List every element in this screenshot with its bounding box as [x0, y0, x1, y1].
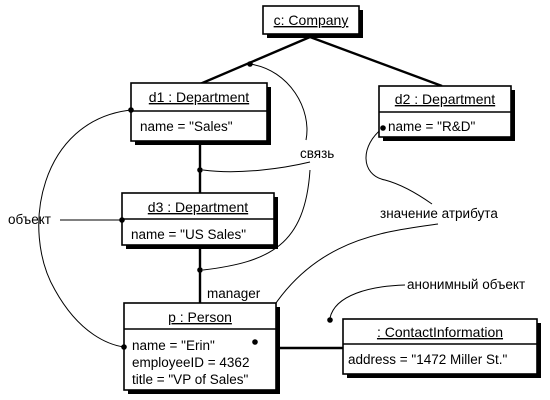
annotation-anonymous-object: анонимный объект: [407, 277, 525, 292]
object-d3: d3 : Department name = "US Sales": [121, 192, 278, 249]
link-pointer-2: [202, 161, 311, 173]
anon-pointer: [329, 284, 406, 319]
link-pointer-1: [249, 63, 308, 141]
attribute: name = "US Sales": [131, 227, 246, 242]
link-pointer-3: [202, 169, 311, 271]
annotation-link: связь: [300, 146, 334, 161]
links: [198, 35, 443, 350]
object-title: d3 : Department: [148, 199, 248, 215]
object-company: c: Company: [262, 5, 363, 38]
object-d1: d1 : Department name = "Sales": [130, 82, 271, 145]
object-person: p : Person name = "Erin" employeeID = 43…: [123, 302, 280, 394]
object-title: d2 : Department: [395, 91, 495, 107]
link-company-d2: [309, 35, 443, 88]
object-contact: : ContactInformation address = "1472 Mil…: [342, 318, 541, 378]
object-title: d1 : Department: [149, 89, 249, 105]
pointer-dots: [119, 61, 386, 350]
attribute: employeeID = 4362: [132, 355, 249, 370]
attribute: name = "Erin": [132, 338, 215, 353]
link-company-d1: [199, 35, 311, 86]
role-label: manager: [207, 286, 261, 301]
object-title: : ContactInformation: [377, 324, 503, 340]
object-pointer-upper: [38, 109, 132, 348]
attribute: name = "Sales": [140, 119, 233, 134]
attribute: address = "1472 Miller St.": [348, 352, 507, 367]
attribute: title = "VP of Sales": [132, 372, 248, 387]
annotation-object: объект: [8, 212, 51, 227]
object-d2: d2 : Department name = "R&D": [378, 85, 515, 141]
object-title: p : Person: [168, 309, 232, 325]
attribute: name = "R&D": [388, 119, 475, 134]
annotation-attribute-value: значение атрибута: [380, 206, 498, 221]
object-title: c: Company: [274, 12, 349, 28]
attr-pointer-d2: [365, 127, 433, 205]
